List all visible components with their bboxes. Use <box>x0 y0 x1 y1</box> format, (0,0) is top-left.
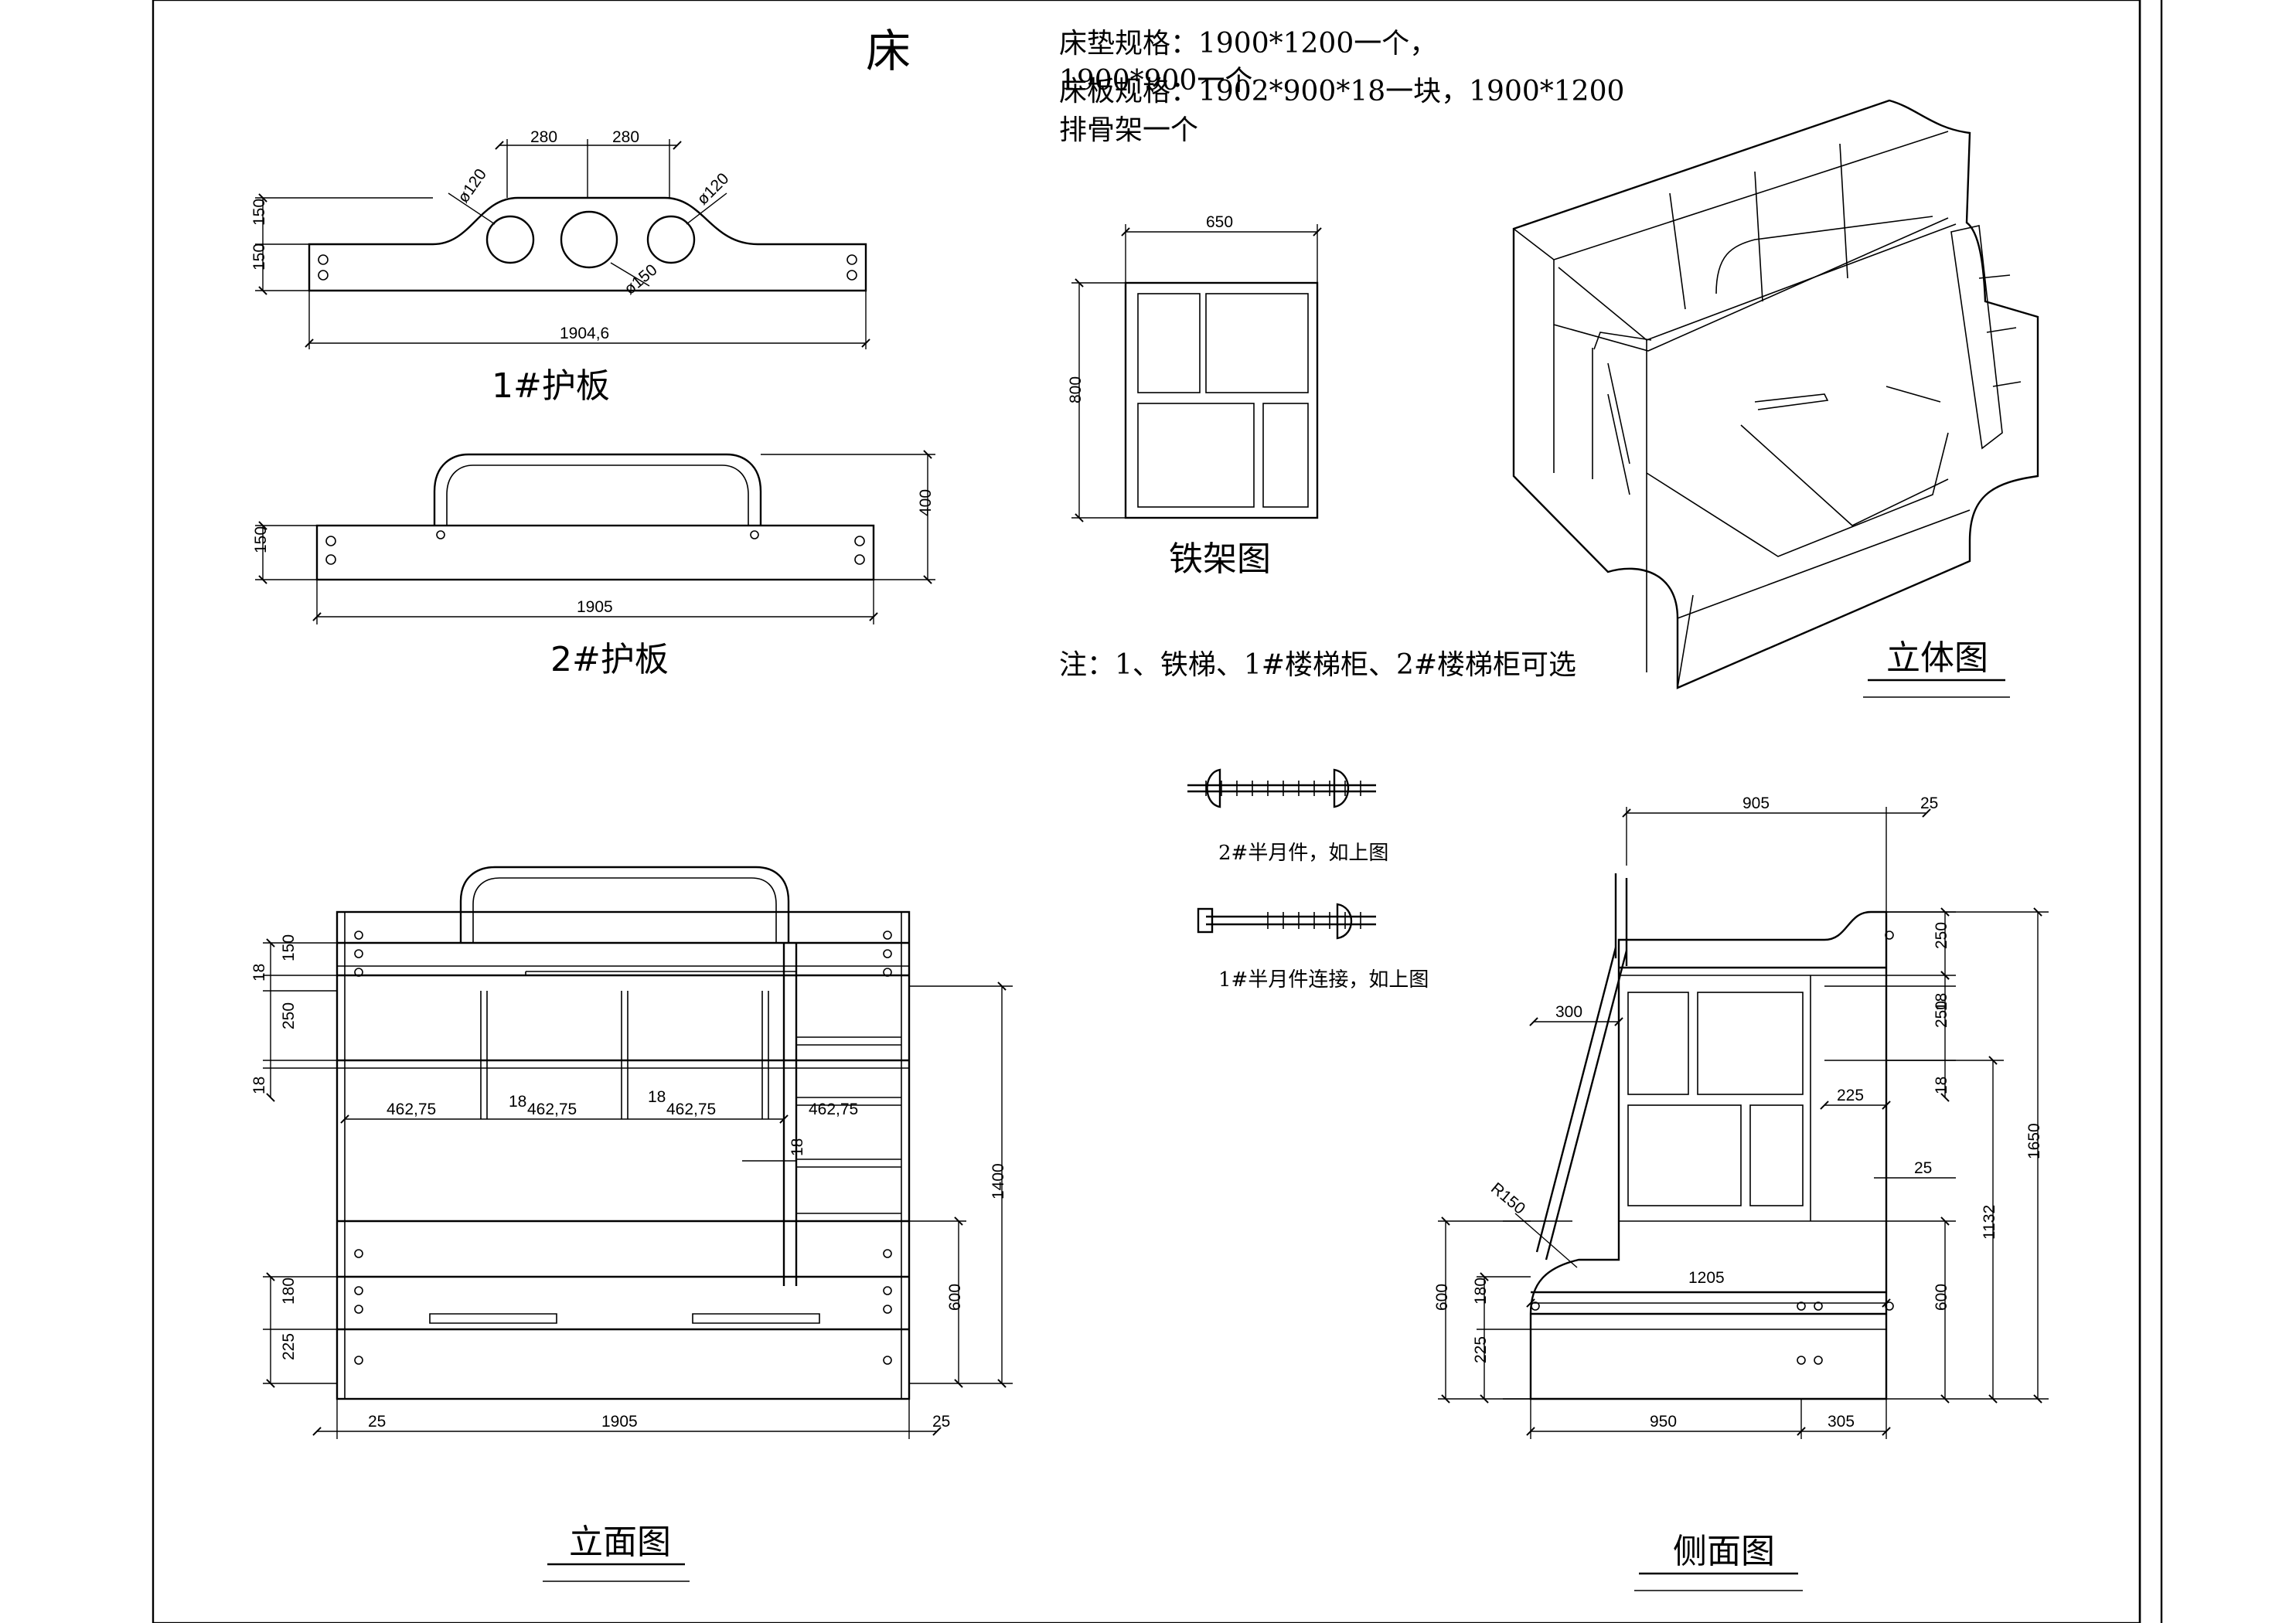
dim-sd-r150: R150 <box>1487 1179 1528 1218</box>
dim-sd-18b: 18 <box>1933 1077 1950 1094</box>
dim-sd-250b: 250 <box>1933 1001 1950 1028</box>
dim-g1-len: 1904,6 <box>560 325 609 342</box>
dim-el-25b: 25 <box>932 1413 950 1431</box>
dim-el-150: 150 <box>280 934 298 961</box>
label-hw2: 2#半月件，如上图 <box>1218 842 1388 865</box>
dim-g1-w2: 280 <box>612 128 639 146</box>
dim-sd-225b: 225 <box>1472 1336 1490 1363</box>
caption-guard-1: 1#护板 <box>492 366 610 406</box>
dim-sd-305: 305 <box>1828 1413 1855 1431</box>
dim-el-s4: 462,75 <box>809 1101 858 1118</box>
elevation-view: 150 18 250 18 462,75 18 462,75 18 462,75… <box>250 866 1013 1582</box>
dim-sd-600b: 600 <box>1933 1284 1950 1311</box>
label-hw1: 1#半月件连接，如上图 <box>1218 968 1429 992</box>
caption-side: 侧面图 <box>1673 1532 1775 1571</box>
caption-guard-2: 2#护板 <box>550 640 669 679</box>
dim-frame-h: 800 <box>1067 376 1085 403</box>
dim-sd-180: 180 <box>1472 1278 1490 1305</box>
dim-g2-h2: 400 <box>917 489 935 516</box>
dim-el-s2: 462,75 <box>527 1101 577 1118</box>
dim-sd-1205: 1205 <box>1688 1269 1725 1287</box>
spec-notes: 床垫规格：1900*1200一个， 1900*900一个 床板规格：1902*9… <box>1059 28 1624 681</box>
dim-g1-d2: ø120 <box>693 170 732 209</box>
hardware-parts: 2#半月件，如上图 1#半月件连接，如上图 <box>1187 768 1429 992</box>
dim-el-18d: 18 <box>648 1088 666 1106</box>
guard-board-1: 280 280 ø120 ø120 ø150 150 150 1904,6 1#… <box>250 128 870 406</box>
dim-sd-600a: 600 <box>1433 1284 1451 1311</box>
dim-el-18a: 18 <box>250 964 268 982</box>
dim-el-1400: 1400 <box>990 1163 1007 1199</box>
dim-sd-1650: 1650 <box>2025 1123 2043 1159</box>
isometric-view: 立体图 <box>1512 99 2039 698</box>
note-line-3: 床板规格：1902*900*18一块，1900*1200 <box>1059 76 1624 107</box>
sheet-border <box>152 0 2163 1623</box>
dim-sd-1132: 1132 <box>1981 1205 1998 1240</box>
dim-el-18c: 18 <box>509 1093 526 1111</box>
option-note: 注：1、铁梯、1#楼梯柜、2#楼梯柜可选 <box>1059 649 1576 681</box>
side-bolts <box>1531 931 1894 1365</box>
dim-g1-w1: 280 <box>530 128 557 146</box>
elevation-bolts <box>354 931 892 1365</box>
dim-sd-25b: 25 <box>1914 1159 1932 1177</box>
dim-g1-h1: 150 <box>250 199 268 226</box>
dim-sd-250: 250 <box>1933 922 1950 949</box>
dim-el-225: 225 <box>280 1333 298 1360</box>
note-line-2: 1900*900一个 <box>1059 65 1252 97</box>
dim-frame-w: 650 <box>1206 213 1233 231</box>
side-view: 905 25 250 300 250 18 225 18 25 1650 113… <box>1433 794 2049 1591</box>
caption-iron-frame: 铁架图 <box>1169 539 1271 579</box>
dim-el-250: 250 <box>280 1002 298 1029</box>
note-line-4: 排骨架一个 <box>1059 114 1198 146</box>
dim-g2-len: 1905 <box>577 598 613 616</box>
page-title: 床 <box>866 25 911 77</box>
dim-g1-d1: ø120 <box>455 165 490 206</box>
dim-sd-300: 300 <box>1555 1003 1582 1021</box>
dim-sd-225: 225 <box>1837 1087 1864 1104</box>
iron-frame: 650 800 铁架图 <box>1067 213 1322 579</box>
dim-el-s1: 462,75 <box>387 1101 436 1118</box>
dim-sd-950: 950 <box>1650 1413 1677 1431</box>
caption-iso: 立体图 <box>1886 638 1988 678</box>
dim-el-180: 180 <box>280 1278 298 1305</box>
dim-el-600: 600 <box>946 1284 964 1311</box>
dim-el-25a: 25 <box>368 1413 386 1431</box>
dim-sd-18: 18 <box>1933 993 1950 1011</box>
dim-el-s3: 462,75 <box>666 1101 716 1118</box>
guard-board-2: 150 400 1905 2#护板 <box>252 450 935 679</box>
dim-sd-905: 905 <box>1742 794 1770 812</box>
dim-g1-d3: ø150 <box>621 261 660 298</box>
dim-sd-25a: 25 <box>1920 794 1938 812</box>
dim-el-1905: 1905 <box>601 1413 638 1431</box>
dim-g2-h: 150 <box>252 526 270 553</box>
note-line-1: 床垫规格：1900*1200一个， <box>1059 28 1437 60</box>
caption-elevation: 立面图 <box>569 1523 671 1562</box>
dim-el-18e: 18 <box>789 1138 806 1156</box>
dim-g1-h2: 150 <box>250 243 268 270</box>
dim-el-18b: 18 <box>250 1077 268 1094</box>
